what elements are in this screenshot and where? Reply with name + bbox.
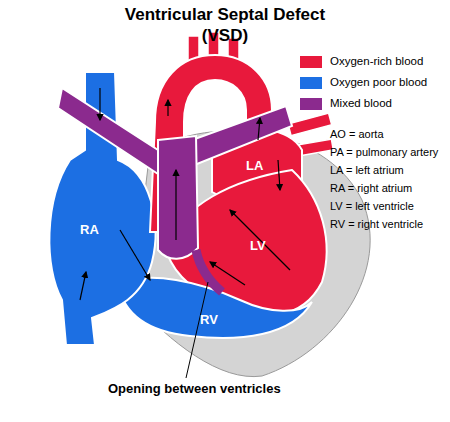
flow-arrow <box>175 170 176 240</box>
diagram-title: Ventricular Septal Defect (VSD) <box>100 4 350 46</box>
flow-arrow <box>210 262 245 285</box>
chamber-label: RV <box>200 312 218 327</box>
chamber-label: RA <box>80 222 99 237</box>
legend-swatch <box>300 98 322 110</box>
chamber-label: LA <box>246 158 263 173</box>
abbreviation: AO = aorta <box>330 128 384 140</box>
legend-text: Oxygen-rich blood <box>330 55 423 67</box>
abbreviation: LV = left ventricle <box>330 200 414 212</box>
flow-arrow <box>258 118 260 140</box>
flow-arrow <box>167 100 168 116</box>
pulmonary-artery-branch <box>192 106 292 166</box>
flow-arrow <box>99 88 100 120</box>
abbreviation: PA = pulmonary artery <box>330 146 438 158</box>
callout-text: Opening between ventricles <box>108 381 281 396</box>
leader-line <box>186 282 208 378</box>
chamber-label: AO <box>203 92 223 107</box>
abbreviation: RA = right atrium <box>330 182 412 194</box>
pulmonary-artery-branch <box>58 88 158 174</box>
chamber-label: LV <box>250 238 266 253</box>
pulmonary-vein <box>288 113 332 135</box>
flow-arrow <box>80 272 86 300</box>
legend-text: Mixed blood <box>330 97 392 109</box>
flow-arrow <box>120 230 150 280</box>
abbreviation: RV = right ventricle <box>330 218 423 230</box>
legend-text: Oxygen poor blood <box>330 76 427 88</box>
legend-swatch <box>300 56 322 68</box>
septal-opening <box>196 250 222 292</box>
abbreviation: LA = left atrium <box>330 164 404 176</box>
pulmonary-artery <box>158 136 198 259</box>
flow-arrow <box>278 160 280 190</box>
legend-swatch <box>300 77 322 89</box>
flow-arrow <box>230 210 290 270</box>
flow-arrows <box>80 88 290 300</box>
